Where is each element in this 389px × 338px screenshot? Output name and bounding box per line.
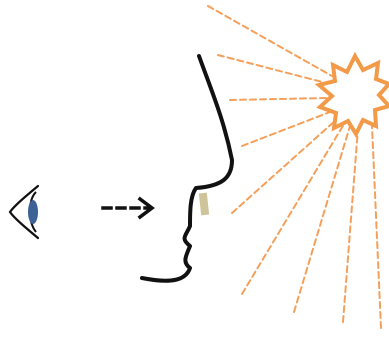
light-ray: [242, 112, 330, 146]
light-ray: [230, 98, 326, 100]
light-ray: [232, 120, 336, 213]
light-ray: [242, 124, 344, 294]
light-ray: [343, 128, 358, 322]
dashed-arrow-icon: [103, 199, 152, 217]
light-ray: [372, 126, 381, 328]
light-ray: [294, 126, 350, 312]
sun-burst-icon: [319, 56, 389, 134]
face-profile-silhouette: [142, 56, 232, 281]
light-ray: [208, 6, 332, 76]
light-ray: [218, 55, 330, 84]
skin-patch: [199, 193, 209, 216]
eye-icon: [10, 186, 38, 238]
